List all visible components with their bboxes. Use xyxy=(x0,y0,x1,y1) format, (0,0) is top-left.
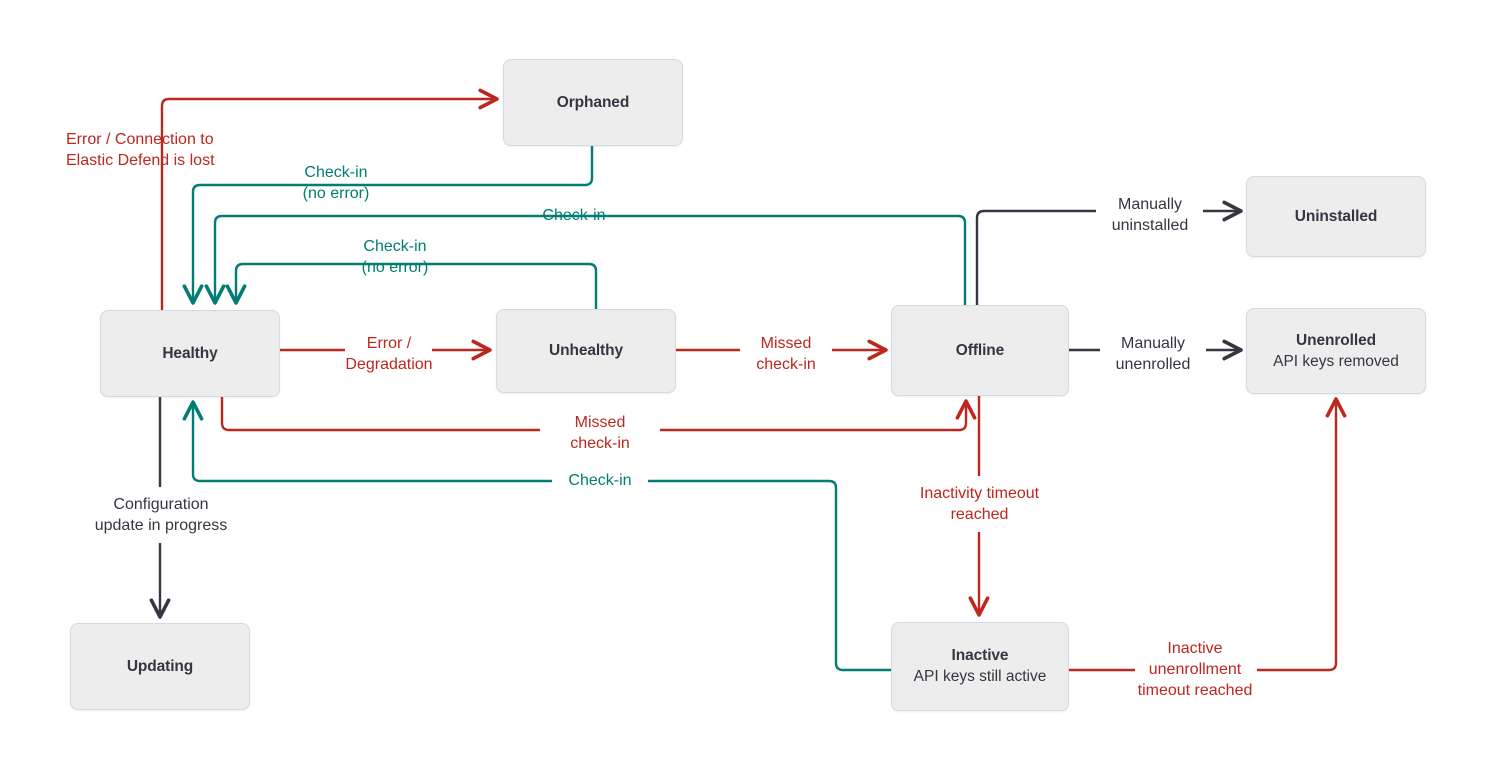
node-uninstalled[interactable]: Uninstalled xyxy=(1246,176,1426,257)
edge-label-manually-unenrolled: Manually unenrolled xyxy=(1115,335,1191,373)
edge-label-checkin-no-error-mid: Check-in (no error) xyxy=(361,238,429,276)
edge-label-configuration-update: Configuration update in progress xyxy=(94,496,228,534)
edge-label-missed-checkin-unhealthy: Missed check-in xyxy=(756,335,816,373)
node-inactive[interactable]: Inactive API keys still active xyxy=(891,622,1069,711)
edge-manually-uninstalled xyxy=(975,209,1096,305)
edge-label-checkin-no-error-top: Check-in (no error) xyxy=(302,164,370,202)
node-updating-title: Updating xyxy=(126,657,194,675)
node-uninstalled-title: Uninstalled xyxy=(1294,207,1378,225)
edge-label-checkin-inactive-healthy: Check-in xyxy=(568,472,632,489)
edge-checkin-no-error-mid xyxy=(236,262,598,309)
edge-label-manually-uninstalled: Manually uninstalled xyxy=(1111,196,1189,234)
edge-label-missed-checkin-healthy: Missed check-in xyxy=(570,414,630,452)
edge-label-error-connection-lost: Error / Connection to Elastic Defend is … xyxy=(66,131,215,169)
node-healthy[interactable]: Healthy xyxy=(100,310,280,397)
edge-checkin-no-error-top xyxy=(193,145,594,302)
node-updating[interactable]: Updating xyxy=(70,623,250,710)
edge-label-inactivity-timeout: Inactivity timeout reached xyxy=(919,485,1040,523)
node-orphaned[interactable]: Orphaned xyxy=(503,59,683,146)
edge-missed-checkin-healthy-left xyxy=(220,396,540,432)
edge-label-error-degradation: Error / Degradation xyxy=(345,335,433,373)
edge-missed-checkin-healthy-right xyxy=(660,402,966,432)
node-unenrolled[interactable]: Unenrolled API keys removed xyxy=(1246,308,1426,394)
edge-label-inactive-unenrollment: Inactive unenrollment timeout reached xyxy=(1137,640,1253,699)
edge-error-connection-lost xyxy=(160,99,496,310)
node-unhealthy-title: Unhealthy xyxy=(548,342,624,359)
edge-checkin-offline-healthy xyxy=(215,214,967,305)
edge-checkin-inactive-healthy-left xyxy=(193,403,552,483)
node-offline[interactable]: Offline xyxy=(891,305,1069,396)
node-inactive-subtitle: API keys still active xyxy=(913,668,1047,685)
edge-inactive-unenrollment-right xyxy=(1257,400,1336,672)
edge-checkin-inactive-healthy-right xyxy=(648,479,891,672)
node-unhealthy[interactable]: Unhealthy xyxy=(496,309,676,393)
node-orphaned-title: Orphaned xyxy=(556,93,630,111)
node-offline-title: Offline xyxy=(955,341,1005,359)
edge-label-checkin-offline-healthy: Check-in xyxy=(542,207,606,224)
node-inactive-title: Inactive xyxy=(951,647,1009,664)
node-unenrolled-title: Unenrolled xyxy=(1296,331,1376,349)
node-healthy-title: Healthy xyxy=(162,344,218,362)
node-unenrolled-subtitle: API keys removed xyxy=(1273,352,1399,370)
